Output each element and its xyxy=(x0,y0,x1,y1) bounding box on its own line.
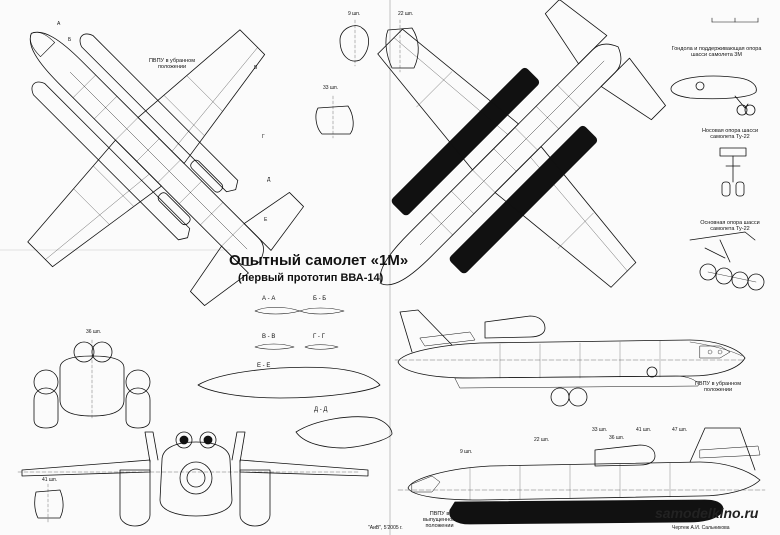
top-view-stabilizer-left xyxy=(243,192,304,251)
frame-section-33 xyxy=(315,105,354,135)
top-view-pontoon-left xyxy=(79,33,239,193)
label-frame-47-side: 47 шп. xyxy=(672,427,688,433)
watermark: samodelkino.ru xyxy=(655,505,759,521)
nose-gear-tu22-sketch xyxy=(719,147,747,197)
bottom-view-stabilizer-lower xyxy=(600,57,666,121)
side-view-retracted-fuselage xyxy=(397,339,746,379)
section-vv-shape xyxy=(254,343,295,350)
bottom-view-pontoon-upper xyxy=(391,67,540,216)
footer-author: Чертеж А.И. Сальникова xyxy=(672,525,730,531)
label-section-bb: Б - Б xyxy=(313,296,327,302)
top-view-engine-left xyxy=(190,159,224,193)
cut-mark-a: А xyxy=(57,21,61,27)
cut-mark-e: Е xyxy=(264,217,268,223)
bottom-view-aircraft xyxy=(377,0,666,288)
top-view-wing-right xyxy=(27,139,162,268)
label-section-aa: А - А xyxy=(262,296,276,302)
note-main-gear-tu22: Основная опора шасси самолета Ту-22 xyxy=(700,220,760,233)
front-view-engine-right xyxy=(199,431,217,449)
front-view-engine-left xyxy=(175,431,193,449)
cut-mark-g: Г xyxy=(262,134,265,140)
cut-mark-d: Д xyxy=(267,177,271,183)
frame-section-9 xyxy=(339,25,369,62)
label-section-ee: Е - Е xyxy=(257,363,271,369)
side-view-extended xyxy=(397,427,766,525)
side-view-retracted xyxy=(394,309,746,407)
airfoil-dd xyxy=(295,416,393,449)
section-gg-shape xyxy=(304,344,339,350)
gondola-3m-sketch xyxy=(670,75,757,116)
frame-section-41 xyxy=(34,489,64,519)
side-view-retracted-engine xyxy=(484,315,546,339)
drawing-title: Опытный самолет «1М» xyxy=(229,252,409,269)
label-frame-33-side: 33 шп. xyxy=(592,427,608,433)
top-view-fuselage xyxy=(29,31,264,266)
top-view-nose-glazing xyxy=(29,31,55,57)
note-pvpu-extended-side: ПВПУ в выпущенном положении xyxy=(422,511,457,530)
cut-mark-b: Б xyxy=(68,37,72,43)
side-view-extended-pontoon xyxy=(449,499,724,525)
note-pvpu-retracted-top: ПВПУ в убранном положении xyxy=(148,58,196,71)
note-pvpu-retracted-side: ПВПУ в убранном положении xyxy=(694,381,742,394)
label-frame-9-side: 9 шп. xyxy=(460,449,473,455)
bottom-view-pontoon-lower xyxy=(449,125,598,274)
note-nose-gear-tu22: Носовая опора шасси самолета Ту-22 xyxy=(701,128,759,141)
label-section-dd: Д - Д xyxy=(314,407,328,413)
airfoil-ee xyxy=(197,366,381,399)
front-view-pontoon-right xyxy=(239,469,271,527)
front-view-aircraft xyxy=(17,431,369,527)
scale-bar xyxy=(711,17,759,23)
section-bb-shape xyxy=(299,307,345,315)
frame-36-section xyxy=(33,339,151,429)
label-frame-22-side: 22 шп. xyxy=(534,437,550,443)
top-view-wing-left xyxy=(137,29,266,164)
front-view-pontoon-left xyxy=(119,469,151,527)
bottom-view-fuselage xyxy=(379,43,622,286)
top-view-aircraft xyxy=(27,29,304,306)
label-frame-33-top: 33 шп. xyxy=(323,85,339,91)
frame-section-22 xyxy=(385,27,419,69)
top-view-pontoon-right xyxy=(31,81,191,241)
label-frame-22-top: 22 шп. xyxy=(398,11,414,17)
label-frame-9-top: 9 шп. xyxy=(348,11,361,17)
section-profiles xyxy=(254,306,345,350)
section-aa-shape xyxy=(254,306,301,315)
footer-source: "АиВ", 5'2005 г. xyxy=(368,525,403,531)
top-view-engine-right xyxy=(157,192,191,226)
front-view-fuselage xyxy=(159,441,233,517)
side-view-retracted-fin xyxy=(399,309,453,353)
bottom-view-wing-lower xyxy=(494,146,637,288)
label-section-vv: В - В xyxy=(262,334,276,340)
label-frame-36-side: 36 шп. xyxy=(609,435,625,441)
front-view-nose xyxy=(179,461,213,495)
side-view-extended-fin xyxy=(689,427,756,471)
front-view-wing-right xyxy=(239,459,369,477)
front-view-wing-left xyxy=(21,459,151,477)
label-frame-41-side: 41 шп. xyxy=(636,427,652,433)
side-view-extended-fuselage xyxy=(407,461,761,501)
main-gear-tu22-sketch xyxy=(689,231,765,291)
label-frame-36: 36 шп. xyxy=(86,329,102,335)
label-section-gg: Г - Г xyxy=(313,334,325,340)
cut-mark-v: В xyxy=(254,65,258,71)
note-gondola-3m: Гондола и поддерживающая опора шасси сам… xyxy=(671,46,762,59)
drawing-subtitle: (первый прототип ВВА-14) xyxy=(238,272,384,284)
top-view-stabilizer-right xyxy=(190,245,249,306)
label-frame-41: 41 шп. xyxy=(42,477,58,483)
bottom-view-stabilizer-upper xyxy=(544,0,608,65)
